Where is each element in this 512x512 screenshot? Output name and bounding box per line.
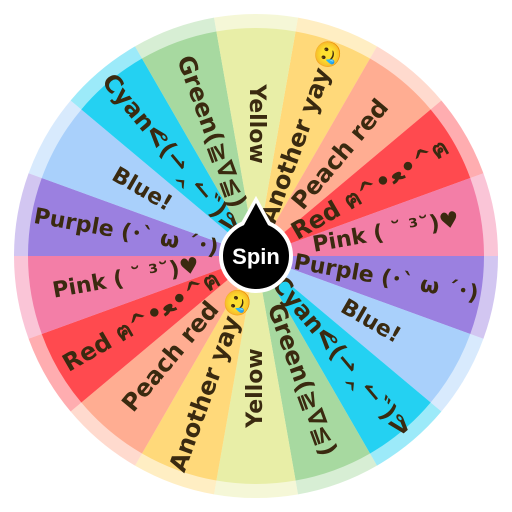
wheel-slice[interactable]: [216, 28, 296, 257]
wheel-slice-label: Yellow: [244, 83, 269, 163]
wheel-slice[interactable]: [256, 58, 431, 257]
wheel-slice[interactable]: [81, 58, 257, 257]
wheel-slice[interactable]: [216, 256, 296, 485]
wheel-slice[interactable]: [41, 256, 256, 403]
wheel-slice[interactable]: [256, 178, 484, 256]
wheel-slice[interactable]: [81, 256, 257, 454]
wheel-slices[interactable]: [28, 28, 484, 485]
wheel-slice[interactable]: [142, 31, 256, 256]
wheel-slice[interactable]: [28, 256, 256, 334]
spin-button[interactable]: Spin: [219, 195, 293, 293]
wheel-slice[interactable]: [256, 256, 471, 403]
wheel-slice[interactable]: [41, 109, 256, 256]
wheel-slice[interactable]: [256, 256, 431, 454]
wheel-slice[interactable]: [28, 178, 256, 256]
wheel-slice[interactable]: [256, 31, 370, 256]
spin-button-label[interactable]: Spin: [232, 244, 280, 269]
wheel-slice[interactable]: [142, 256, 256, 481]
wheel-slice-label: Yellow: [243, 348, 268, 428]
wheel-slice[interactable]: [256, 256, 484, 334]
wheel-slice[interactable]: [256, 109, 471, 256]
wheel-slice[interactable]: [256, 256, 370, 481]
